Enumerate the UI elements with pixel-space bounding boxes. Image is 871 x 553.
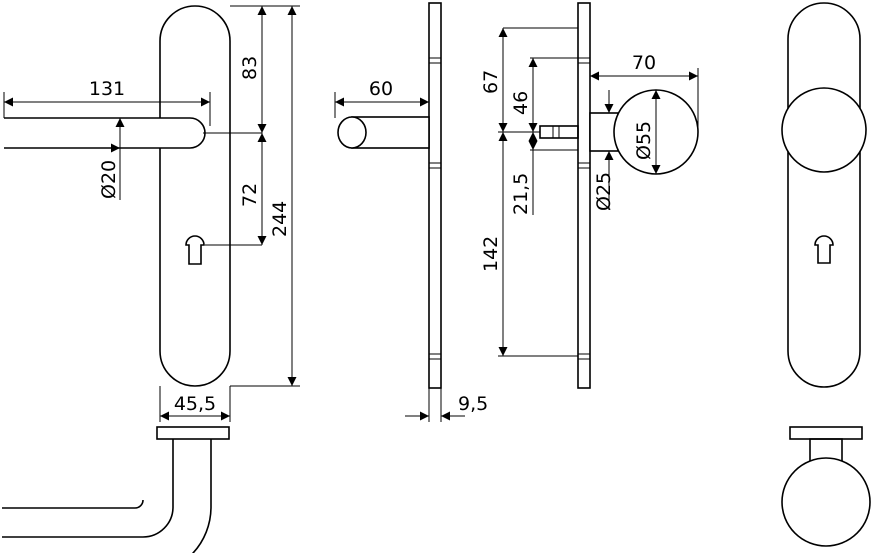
knob-side-view: 67 46 21,5 142 70 Ø55 Ø25 (480, 2, 699, 389)
lever-top-view (2, 426, 230, 553)
knob-ball-front (781, 87, 867, 173)
dim-knob-projection: 70 (632, 52, 656, 74)
dim-top-to-lever: 83 (239, 56, 261, 80)
dim-lever-projection: 60 (369, 78, 393, 100)
knob-top-view (781, 426, 871, 547)
dim-knob-neck-diameter: Ø25 (593, 172, 615, 211)
dim-lever-length: 131 (89, 78, 125, 100)
keyhole-icon (185, 235, 205, 265)
plate-side-profile (428, 2, 442, 389)
lever-side-view: 60 9,5 (334, 2, 488, 422)
dim-knob-plate-top: 67 (480, 70, 502, 94)
knob-backplate-outline (787, 2, 861, 388)
dim-plate-height: 244 (269, 201, 291, 237)
lever-front-view: 131 Ø20 83 72 244 45,5 (2, 5, 300, 553)
dim-knob-plate-height: 142 (480, 236, 502, 272)
backplate-outline (159, 5, 231, 387)
lever-arm (4, 117, 206, 149)
knob-front-view (781, 2, 871, 547)
dim-plate-thickness: 9,5 (458, 393, 488, 415)
dim-knob-neck-offset: 21,5 (510, 173, 532, 215)
dim-knob-spindle-offset: 46 (510, 91, 532, 115)
knob-plate-side-profile (577, 2, 591, 389)
dim-lever-diameter: Ø20 (98, 160, 120, 199)
dim-lever-to-keyhole: 72 (239, 183, 261, 207)
dim-knob-diameter: Ø55 (633, 121, 655, 160)
dim-plate-width: 45,5 (174, 393, 216, 415)
keyhole-icon (814, 235, 834, 264)
